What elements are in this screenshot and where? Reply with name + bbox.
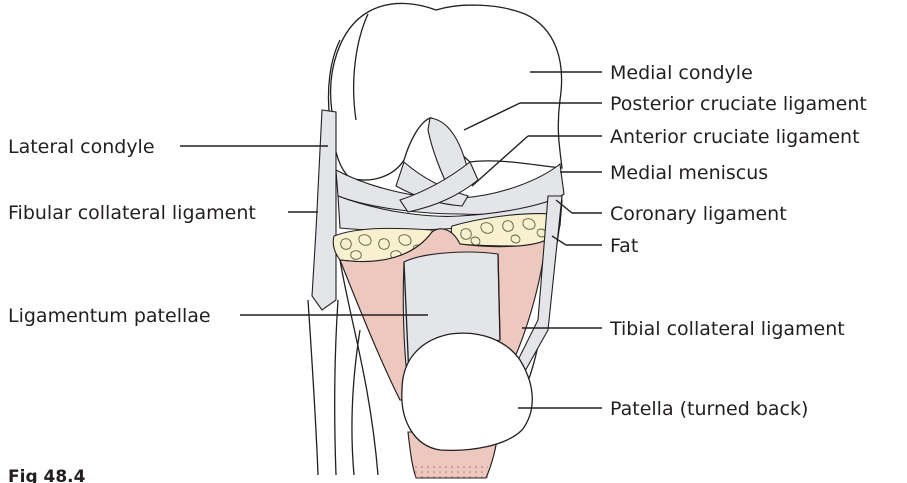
figure-caption: Fig 48.4 xyxy=(8,467,86,483)
label-fat: Fat xyxy=(610,235,638,257)
label-fibular-collateral-ligament: Fibular collateral ligament xyxy=(8,202,256,224)
label-posterior-cruciate-ligament: Posterior cruciate ligament xyxy=(610,93,867,115)
label-patella: Patella (turned back) xyxy=(610,398,808,420)
fibular-collateral-ligament xyxy=(312,110,336,310)
patella-base-dots xyxy=(414,466,488,478)
label-medial-meniscus: Medial meniscus xyxy=(610,162,768,184)
label-ligamentum-patellae: Ligamentum patellae xyxy=(8,305,211,327)
label-tibial-collateral-ligament: Tibial collateral ligament xyxy=(609,318,845,340)
patella xyxy=(402,333,532,478)
label-medial-condyle: Medial condyle xyxy=(610,62,753,84)
label-anterior-cruciate-ligament: Anterior cruciate ligament xyxy=(610,126,860,148)
label-coronary-ligament: Coronary ligament xyxy=(610,203,787,225)
fibula xyxy=(308,300,360,475)
label-lateral-condyle: Lateral condyle xyxy=(8,136,155,158)
